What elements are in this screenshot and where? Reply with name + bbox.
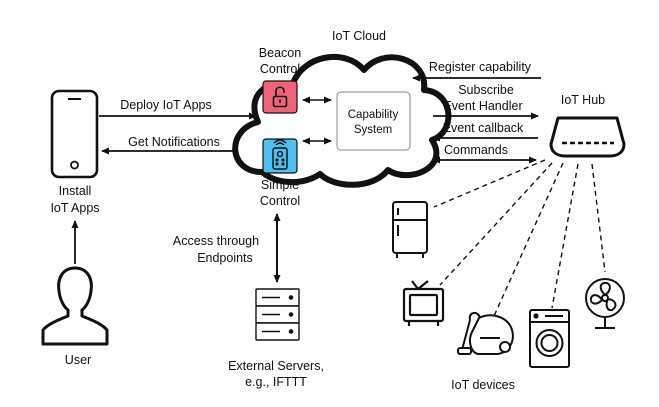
simple-label-line1: Simple: [261, 178, 299, 192]
devices-label: IoT devices: [451, 378, 515, 392]
access-label-line1: Access through: [173, 234, 259, 248]
hub-title: IoT Hub: [561, 93, 605, 107]
refrigerator-icon: [392, 201, 428, 258]
remote-control-icon: [272, 139, 288, 170]
fan-icon: [585, 278, 625, 329]
notifications-label: Get Notifications: [128, 135, 220, 149]
capability-label-line2: System: [354, 124, 392, 136]
washing-machine-icon: [529, 309, 570, 368]
deploy-label: Deploy IoT Apps: [120, 98, 212, 112]
phone-label-line2: IoT Apps: [50, 201, 99, 215]
beacon-control: Beacon Control: [259, 46, 301, 114]
commands-label: Commands: [444, 143, 508, 157]
access-label-line2: Endpoints: [197, 251, 253, 265]
capability-system: Capability System: [336, 91, 411, 151]
link-tv: [439, 162, 553, 286]
beacon-label-line1: Beacon: [259, 46, 301, 60]
link-washer: [551, 163, 579, 309]
event-callback-label: Event callback: [443, 121, 524, 135]
simple-label-line2: Control: [260, 194, 300, 208]
server-rack-icon: [255, 288, 300, 341]
vacuum-cleaner-icon: [457, 312, 514, 355]
subscribe-label-line2: Event Handler: [443, 99, 522, 113]
hub-device-icon: [549, 116, 626, 158]
television-icon: [402, 280, 445, 326]
link-fan: [591, 163, 606, 273]
unlocked-padlock-icon: [272, 86, 288, 108]
device-links: [433, 159, 606, 317]
subscribe-label-line1: Subscribe: [458, 83, 514, 97]
link-vacuum: [493, 162, 564, 317]
user-silhouette-icon: [41, 266, 109, 346]
smartphone-icon: [50, 89, 99, 179]
cloud-title: IoT Cloud: [332, 29, 386, 43]
simple-control: Simple Control: [260, 138, 300, 208]
phone-label-line1: Install: [59, 184, 92, 198]
beacon-label-line2: Control: [260, 62, 300, 76]
register-label: Register capability: [429, 60, 532, 74]
capability-box: [336, 91, 411, 151]
servers-label-line1: External Servers,: [228, 359, 324, 373]
link-fridge: [433, 159, 546, 208]
user-label: User: [65, 353, 91, 367]
servers-label-line2: e.g., IFTTT: [245, 375, 307, 389]
capability-label-line1: Capability: [348, 109, 399, 121]
